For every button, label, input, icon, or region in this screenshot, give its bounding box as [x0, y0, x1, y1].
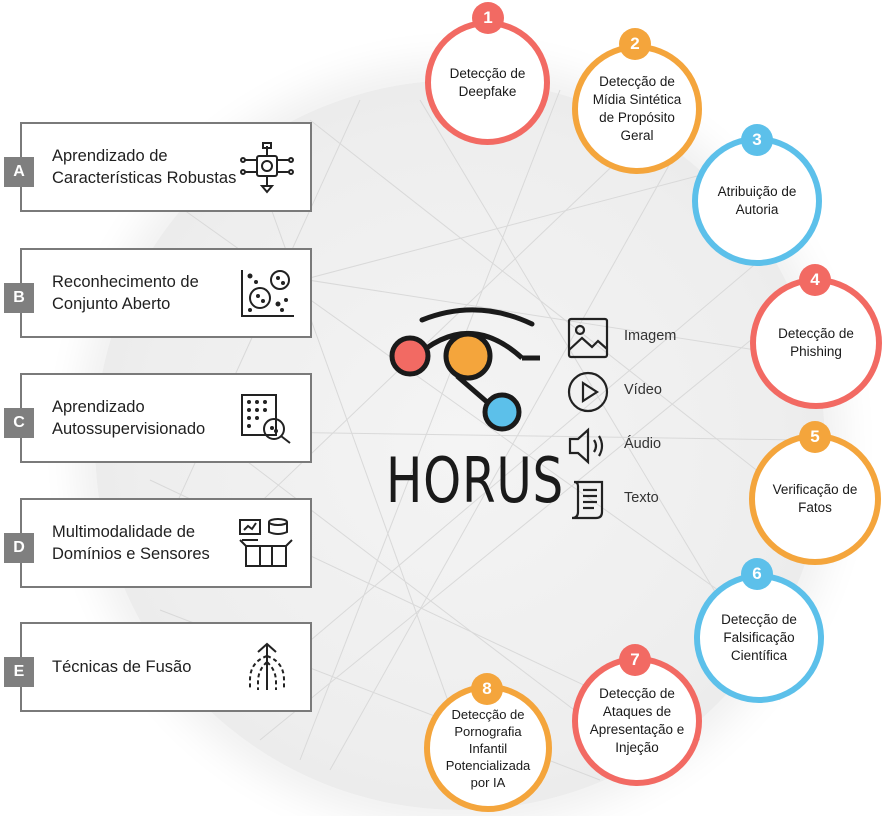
image-icon [567, 317, 609, 359]
modality-video: Vídeo [566, 370, 696, 414]
modality-image: Imagem [566, 316, 696, 360]
node-number-badge: 8 [471, 673, 503, 705]
technique-panel-b: B Reconhecimento de Conjunto Aberto [4, 248, 312, 338]
node-number-badge: 5 [799, 421, 831, 453]
modality-label: Vídeo [624, 382, 662, 398]
node-label: Detecção de Mídia Sintética de Propósito… [592, 74, 682, 143]
task-node-6: Detecção de Falsificação Científica [694, 573, 824, 703]
node-number-badge: 4 [799, 264, 831, 296]
technique-panel-e: E Técnicas de Fusão [4, 622, 312, 712]
document-icon [571, 480, 604, 520]
task-node-8: Detecção de Pornografia Infantil Potenci… [424, 684, 552, 812]
node-label: Verificação de Fatos [772, 482, 858, 515]
node-label: Detecção de Deepfake [449, 65, 526, 99]
task-node-4: Detecção de Phishing [750, 277, 882, 409]
panel-label: Aprendizado Autossupervisionado [52, 398, 206, 438]
task-node-2: Detecção de Mídia Sintética de Propósito… [572, 44, 702, 174]
panel-letter: B [4, 283, 34, 313]
scatter-clusters-icon [241, 270, 294, 317]
technique-panel-a: A Aprendizado de Características Robusta… [4, 122, 312, 212]
play-icon [567, 371, 609, 413]
multimodal-data-icon [239, 518, 293, 567]
technique-panel-c: C Aprendizado Autossupervisionado [4, 373, 312, 463]
speaker-icon [568, 427, 604, 465]
data-magnifier-icon [241, 394, 291, 444]
modality-label: Áudio [624, 436, 662, 452]
node-label: Detecção de Ataques de Apresentação e In… [589, 686, 685, 755]
fusion-arrow-icon [249, 642, 285, 690]
technique-panel-d: D Multimodalidade de Domínios e Sensores [4, 498, 312, 588]
panel-letter: A [4, 157, 34, 187]
horus-eye-logo [389, 307, 540, 432]
task-node-7: Detecção de Ataques de Apresentação e In… [572, 656, 702, 786]
panel-letter: D [4, 533, 34, 563]
node-number-badge: 7 [619, 644, 651, 676]
logo-wordmark: HORUS [386, 444, 565, 517]
node-label: Atribuição de Autoria [717, 184, 797, 217]
panel-label: Multimodalidade de Domínios e Sensores [52, 523, 210, 563]
neural-chip-icon [240, 142, 294, 194]
node-label: Detecção de Pornografia Infantil Potenci… [445, 706, 531, 790]
modality-audio: Áudio [566, 424, 696, 468]
node-label: Detecção de Falsificação Científica [721, 612, 797, 663]
panel-label: Técnicas de Fusão [52, 658, 192, 676]
modality-label: Imagem [624, 328, 677, 344]
node-number-badge: 2 [619, 28, 651, 60]
panel-letter: E [4, 657, 34, 687]
modality-text: Texto [566, 478, 696, 522]
panel-letter: C [4, 408, 34, 438]
node-number-badge: 3 [741, 124, 773, 156]
node-label: Detecção de Phishing [778, 326, 854, 359]
modality-label: Texto [624, 490, 659, 506]
task-node-1: Detecção de Deepfake [425, 20, 550, 145]
panel-label: Reconhecimento de Conjunto Aberto [52, 273, 199, 313]
node-number-badge: 6 [741, 558, 773, 590]
node-number-badge: 1 [472, 2, 504, 34]
panel-label: Aprendizado de Características Robustas [52, 147, 237, 187]
